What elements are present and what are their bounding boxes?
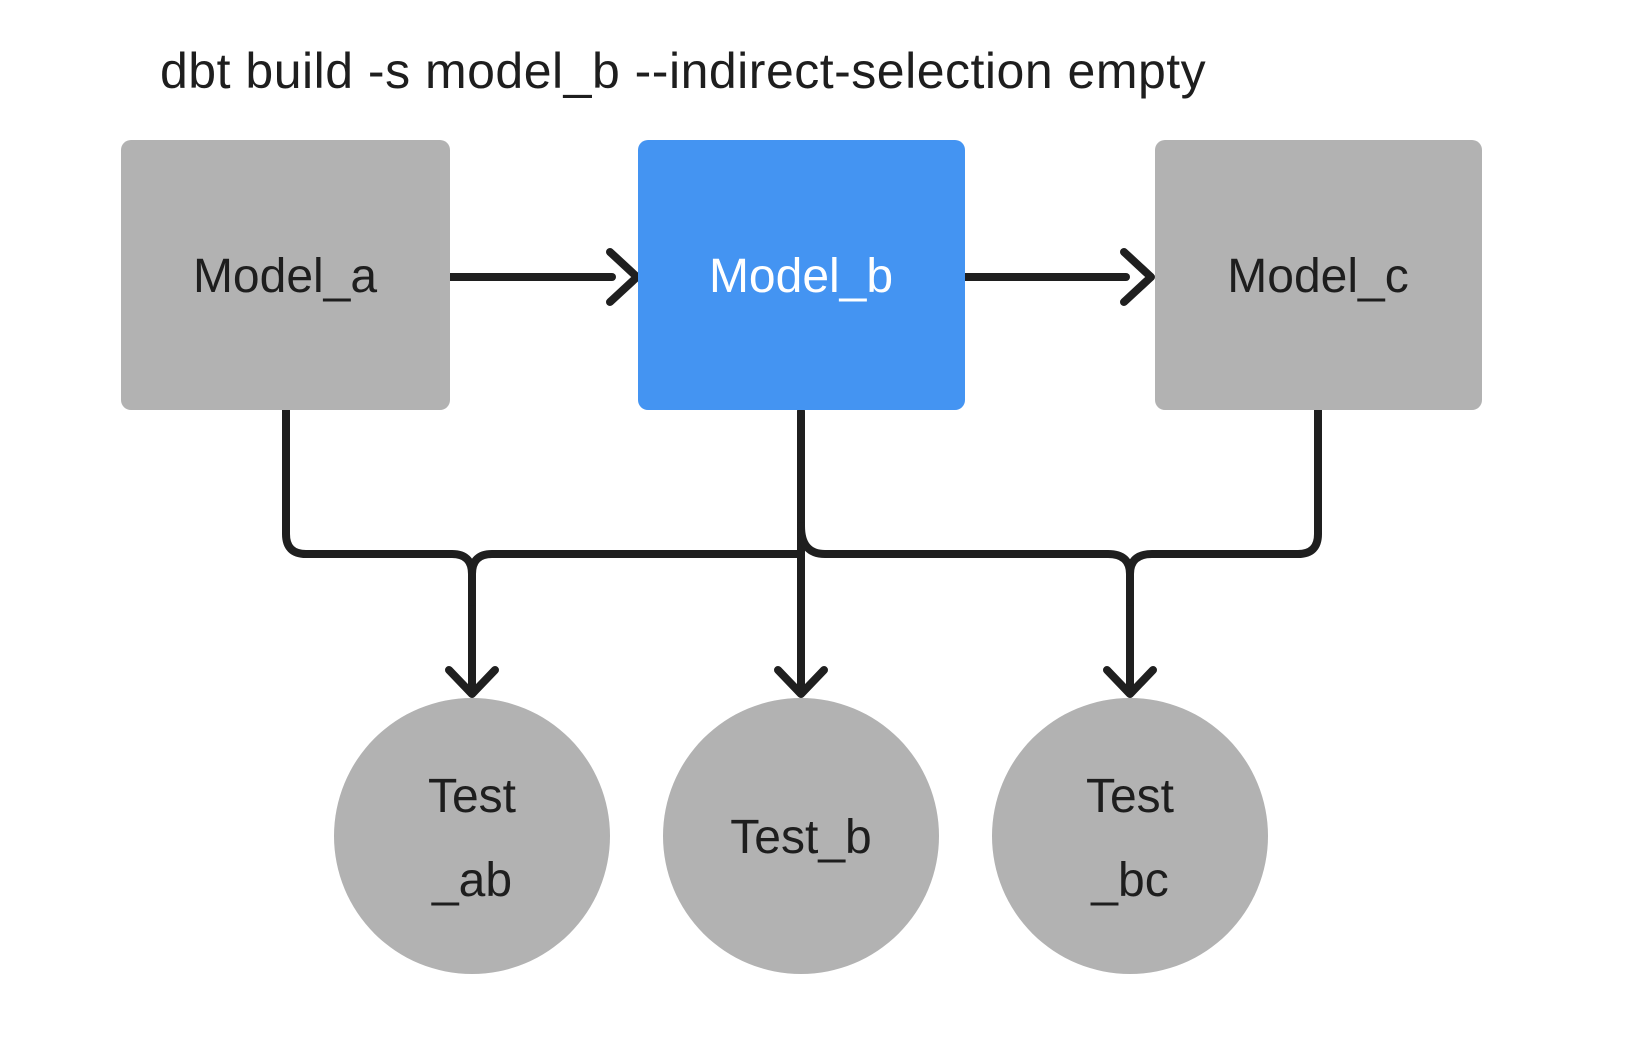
arrowhead-right-icon [606,248,641,306]
node-test-ab: Test _ab [334,698,610,974]
arrowhead-right-icon [1120,248,1155,306]
edge-shaft [797,522,1134,692]
node-test-ab-circle [334,698,610,974]
node-model-a: Model_a [121,140,450,410]
node-model-c-box [1155,140,1482,410]
node-test-b: Test_b [663,698,939,974]
node-model-b: Model_b [638,140,965,410]
node-test-bc: Test _bc [992,698,1268,974]
node-test-ab-label-line2: _ab [431,854,512,907]
node-test-b-circle [663,698,939,974]
node-test-bc-circle [992,698,1268,974]
node-model-b-box [638,140,965,410]
edge-model-a-to-test-ab [282,405,476,692]
node-test-ab-label: Test _ab [428,770,516,907]
edge-model-b-to-test-ab [468,550,804,606]
arrowhead-down-icon [774,666,828,698]
node-test-bc-label: Test _bc [1086,770,1174,907]
edge-shaft [1126,405,1322,606]
edge-shaft [468,550,804,606]
node-model-b-label: Model_b [709,250,893,303]
node-test-ab-label-line1: Test [428,770,516,823]
arrowhead-down-icon [445,666,499,698]
arrowhead-down-icon [1103,666,1157,698]
node-model-c-label: Model_c [1227,250,1408,303]
node-model-c: Model_c [1155,140,1482,410]
node-model-a-label: Model_a [193,250,377,303]
node-test-bc-label-line2: _bc [1090,854,1168,907]
node-test-b-label: Test_b [730,811,871,864]
edge-model-a-to-model-b [446,248,641,306]
node-test-bc-label-line1: Test [1086,770,1174,823]
edge-shaft [282,405,476,692]
edge-model-b-to-test-bc [797,522,1134,692]
node-model-a-box [121,140,450,410]
edge-model-c-to-test-bc [1126,405,1322,606]
edge-model-b-to-model-c [961,248,1155,306]
diagram-title: dbt build -s model_b --indirect-selectio… [160,43,1206,99]
